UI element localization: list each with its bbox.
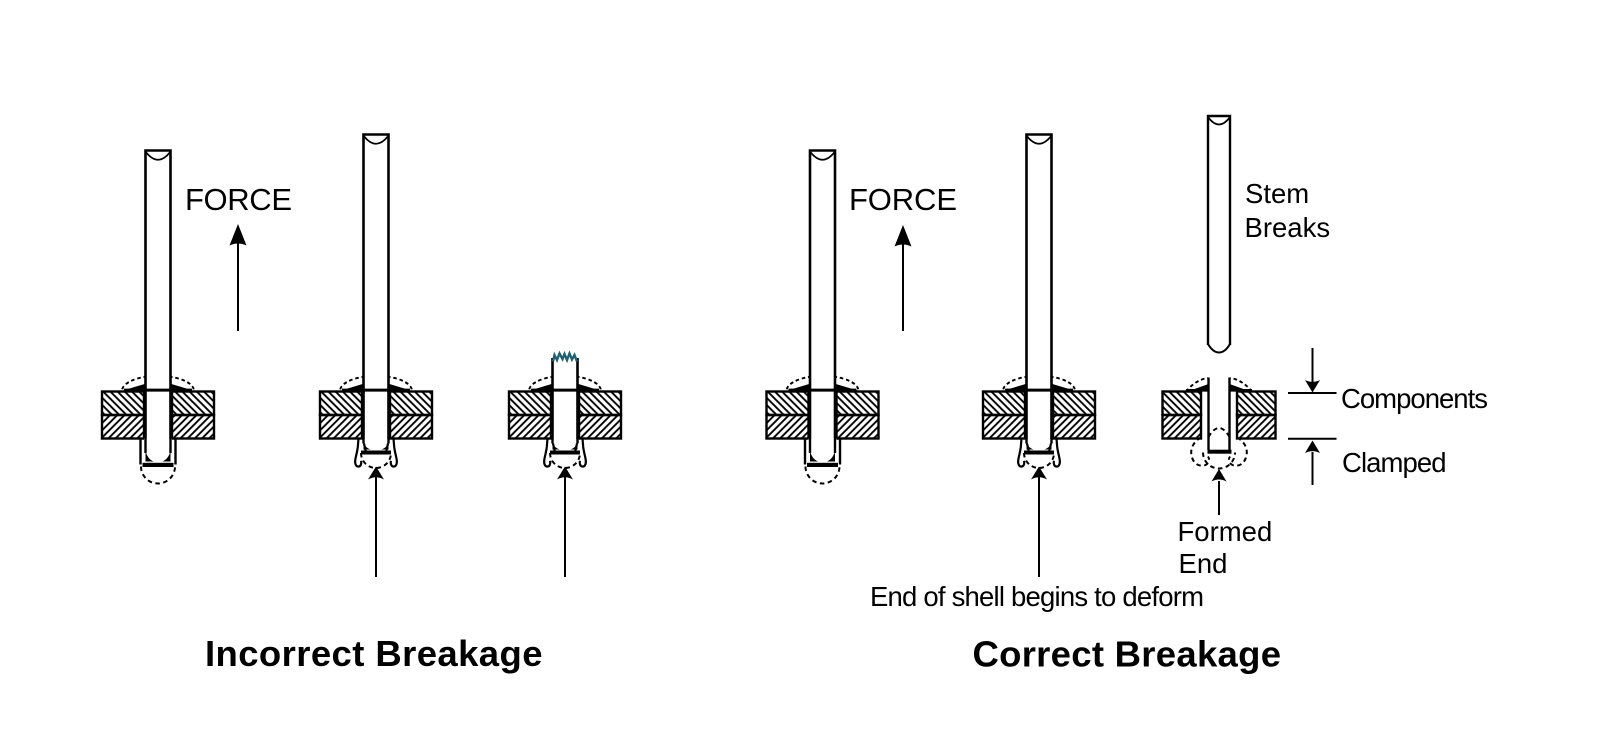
svg-text:End: End [1179, 548, 1228, 579]
svg-text:Stem: Stem [1245, 178, 1309, 209]
svg-text:Components: Components [1341, 383, 1488, 414]
svg-text:FORCE: FORCE [185, 182, 292, 217]
svg-text:Clamped: Clamped [1342, 447, 1447, 478]
svg-text:Correct Breakage: Correct Breakage [973, 634, 1282, 675]
svg-text:Incorrect Breakage: Incorrect Breakage [205, 633, 543, 674]
svg-text:End of shell begins to deform: End of shell begins to deform [870, 581, 1204, 612]
svg-text:Formed: Formed [1178, 516, 1273, 547]
svg-text:Breaks: Breaks [1245, 212, 1331, 243]
svg-text:FORCE: FORCE [849, 182, 957, 217]
